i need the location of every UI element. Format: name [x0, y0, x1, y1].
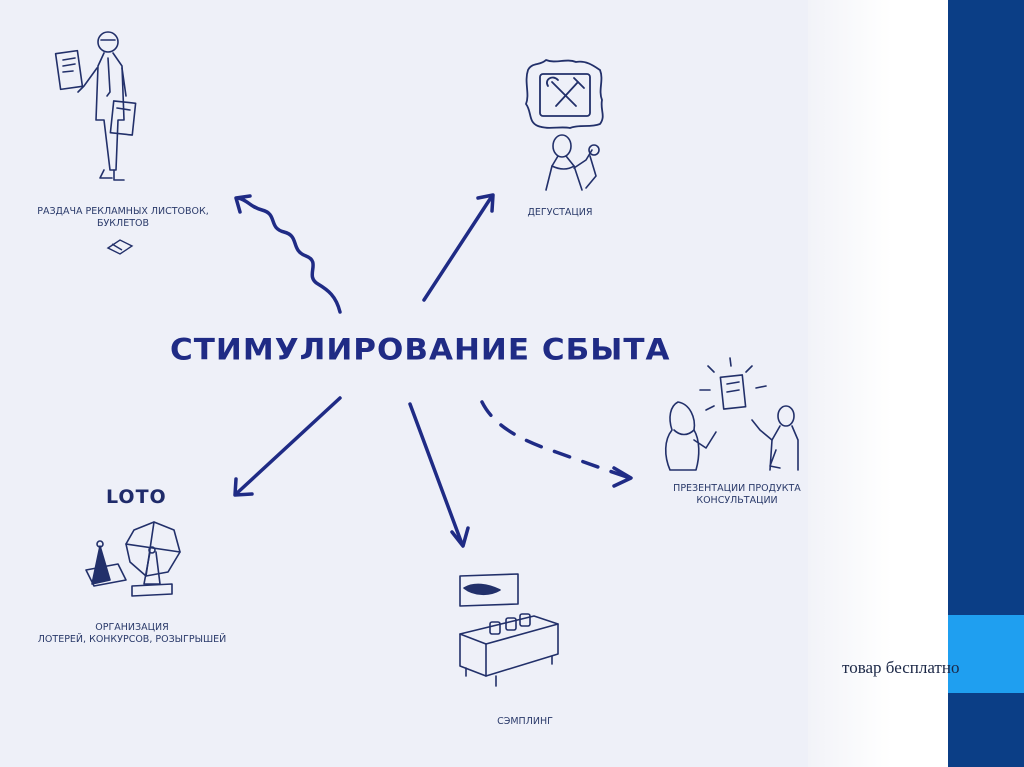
arrow-to-lotteries — [233, 396, 342, 497]
arrow-to-sampling — [408, 402, 470, 548]
node-label-lotteries: ОРГАНИЗАЦИЯ ЛОТЕРЕЙ, КОНКУРСОВ, РОЗЫГРЫШ… — [37, 622, 227, 645]
leaflet-small-icon — [106, 239, 134, 255]
lottery-drum-icon — [85, 521, 181, 597]
arrow-to-leaflets — [234, 194, 342, 314]
side-white-strip — [808, 0, 948, 767]
diagram-title: СТИМУЛИРОВАНИЕ СБЫТА — [170, 332, 671, 368]
person-with-leaflets-icon — [54, 31, 137, 181]
diagram-graphics — [54, 31, 799, 687]
arrow-to-tasting — [422, 193, 495, 302]
node-label-leaflets: РАЗДАЧА РЕКЛАМНЫХ ЛИСТОВОК, БУКЛЕТОВ — [37, 206, 209, 229]
slide-caption: товар бесплатно — [842, 658, 960, 677]
tasting-table-icon — [459, 573, 559, 687]
node-label-tasting: ДЕГУСТАЦИЯ — [527, 207, 593, 218]
taster-icon — [545, 134, 600, 191]
node-label-sampling: СЭМПЛИНГ — [497, 716, 553, 727]
node-label-presentations: ПРЕЗЕНТАЦИИ ПРОДУКТА КОНСУЛЬТАЦИИ — [673, 483, 801, 506]
framed-cutlery-icon — [525, 59, 604, 129]
loto-sign: LOTO — [106, 486, 167, 508]
side-accent-block — [948, 615, 1024, 693]
presenter-icon — [664, 357, 799, 471]
slide-panel — [0, 0, 808, 767]
sales-promotion-diagram: СТИМУЛИРОВАНИЕ СБЫТА РАЗДАЧА РЕКЛАМНЫХ Л… — [37, 31, 801, 727]
arrow-to-presentations-dashed — [480, 400, 633, 488]
